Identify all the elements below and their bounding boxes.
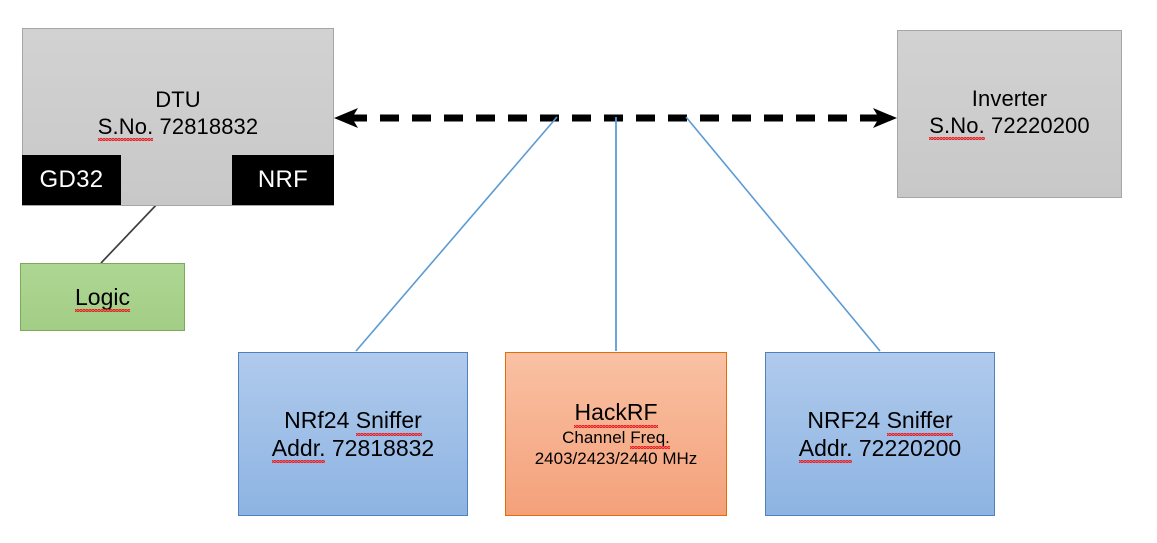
inverter-node[interactable]: Inverter S.No. 72220200 bbox=[897, 30, 1122, 198]
sniffer-left-line1: NRf24 Sniffer bbox=[284, 406, 422, 436]
sniffer-left-model: NRf24 bbox=[284, 406, 350, 433]
hackrf-title: HackRF bbox=[574, 398, 658, 428]
sniffer-left-role: Sniffer bbox=[355, 406, 422, 436]
nrf-label: NRF bbox=[257, 165, 309, 193]
dtu-serial-value: 72818832 bbox=[159, 113, 259, 139]
sniffer-left-addr-value: 72818832 bbox=[331, 434, 435, 461]
dtu-serial-prefix: S.No. bbox=[97, 113, 154, 142]
sniffer-left-line2: Addr. 72818832 bbox=[271, 434, 435, 464]
nrf-chip[interactable]: NRF bbox=[232, 155, 334, 205]
sniffer-right-addr-value: 72220200 bbox=[858, 434, 962, 461]
sniffer-right-model: NRF24 bbox=[807, 406, 881, 433]
logic-label: Logic bbox=[75, 283, 130, 313]
hackrf-node[interactable]: HackRF Channel Freq. 2403/2423/2440 MHz bbox=[505, 352, 727, 516]
gd32-chip[interactable]: GD32 bbox=[22, 155, 121, 205]
logic-analyzer-node[interactable]: Logic bbox=[20, 263, 185, 331]
sniffer-left-tap bbox=[355, 116, 558, 352]
gd32-label: GD32 bbox=[39, 165, 104, 193]
sniffer-right-role: Sniffer bbox=[886, 406, 953, 436]
inverter-serial: S.No. 72220200 bbox=[929, 112, 1090, 141]
dtu-title: DTU bbox=[155, 87, 201, 112]
sniffer-left-addr-prefix: Addr. bbox=[271, 434, 326, 464]
hackrf-title-text: HackRF bbox=[574, 398, 658, 428]
sniffer-right-node[interactable]: NRF24 Sniffer Addr. 72220200 bbox=[765, 352, 995, 516]
inverter-serial-prefix: S.No. bbox=[929, 112, 985, 141]
sniffer-left-node[interactable]: NRf24 Sniffer Addr. 72818832 bbox=[238, 352, 468, 516]
sniffer-right-line1: NRF24 Sniffer bbox=[807, 406, 953, 436]
dtu-serial: S.No. 72818832 bbox=[97, 113, 259, 142]
dtu-inverter-rf-link bbox=[334, 108, 897, 128]
hackrf-freq-word: Freq. bbox=[630, 427, 670, 450]
hackrf-channel-word: Channel bbox=[562, 427, 626, 447]
hackrf-channel-label: Channel Freq. bbox=[562, 427, 670, 450]
sniffer-right-addr-prefix: Addr. bbox=[798, 434, 853, 464]
inverter-serial-value: 72220200 bbox=[991, 112, 1090, 138]
sniffer-right-tap bbox=[685, 116, 881, 352]
inverter-title: Inverter bbox=[971, 86, 1048, 111]
hackrf-frequencies: 2403/2423/2440 MHz bbox=[534, 449, 698, 469]
sniffer-right-line2: Addr. 72220200 bbox=[798, 434, 962, 464]
